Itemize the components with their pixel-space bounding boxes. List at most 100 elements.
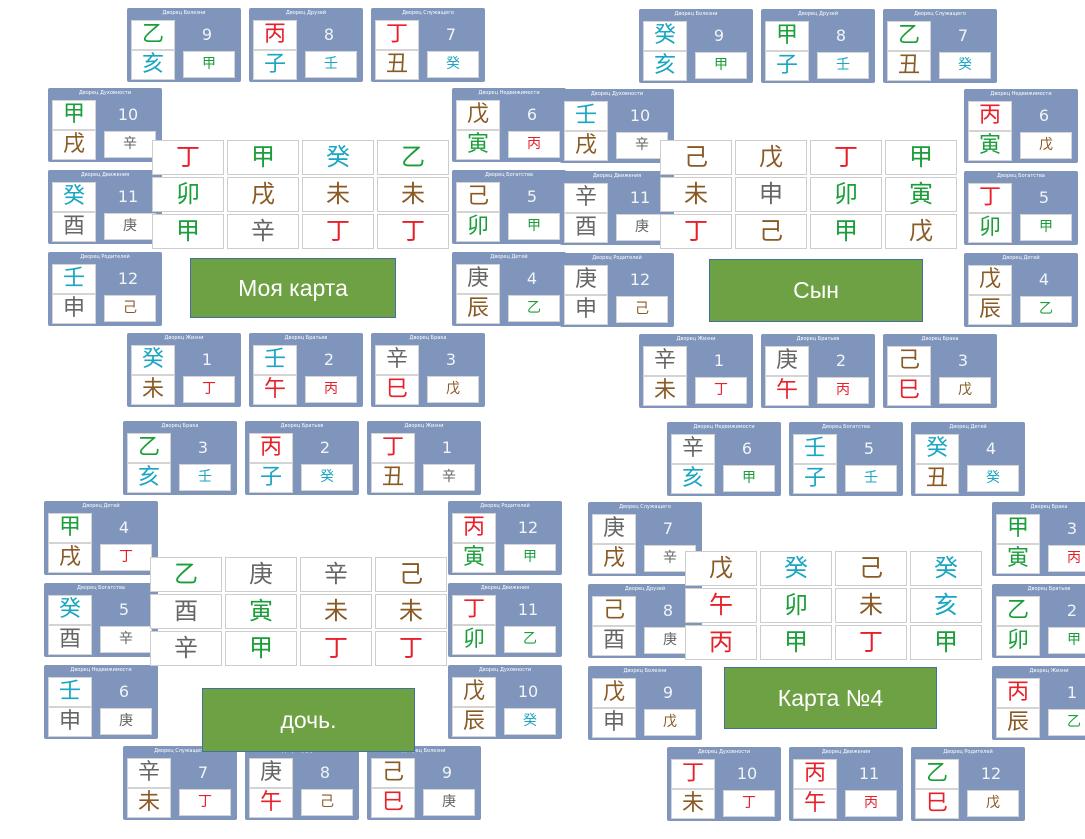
palace-name: Дворец Служащего (619, 504, 671, 510)
pillar-cell: 乙 (377, 140, 449, 175)
chart-title-button[interactable]: Моя карта (190, 258, 396, 318)
palace-hidden-stem: 甲 (508, 213, 560, 240)
pillar-cell: 庚 (225, 557, 297, 592)
palace-name: Дворец Движения (821, 749, 871, 755)
palace-branch: 酉 (564, 213, 608, 243)
palace-hidden-stem: 庚 (423, 789, 475, 816)
palace-name: Дворец Духовности (78, 90, 132, 96)
palace-stem: 庚 (456, 264, 500, 294)
palace-number: 1 (713, 351, 725, 370)
pillar-cell: 甲 (225, 631, 297, 666)
palace-hidden-stem: 戊 (644, 709, 696, 736)
palace-branch: 戌 (48, 543, 92, 573)
chart-title-button[interactable]: Сын (709, 259, 923, 322)
palace-branch: 午 (793, 789, 837, 819)
palace-branch: 巳 (375, 375, 419, 405)
palace-branch: 丑 (887, 51, 931, 81)
palace-number: 5 (526, 187, 538, 206)
pillar-cell: 癸 (910, 551, 982, 586)
palace-number: 7 (445, 25, 457, 44)
palace-name: Дворец Богатства (822, 424, 870, 430)
palace-hidden-stem: 丙 (1048, 545, 1085, 572)
chart-title-button[interactable]: Карта №4 (724, 667, 937, 729)
palace-name: Дворец Духовности (697, 749, 751, 755)
palace-name: Дворец Служащего (154, 748, 206, 754)
palace-stem: 戊 (968, 265, 1012, 295)
palace-name: Дворец Богатства (997, 173, 1045, 179)
palace-hidden-stem: 己 (301, 789, 353, 816)
pillar-cell: 卯 (760, 588, 832, 623)
pillar-cell: 未 (302, 177, 374, 212)
palace-hidden-stem: 庚 (616, 214, 668, 241)
palace-hidden-stem: 癸 (967, 465, 1019, 492)
palace-number: 3 (197, 438, 209, 457)
palace-branch: 亥 (671, 464, 715, 494)
palace-stem: 己 (456, 182, 500, 212)
palace-number: 10 (117, 105, 139, 124)
palace-branch: 子 (249, 463, 293, 493)
palace-stem: 戊 (592, 678, 636, 708)
palace-number: 9 (662, 683, 674, 702)
palace-branch: 卯 (452, 625, 496, 655)
palace-stem: 辛 (127, 758, 171, 788)
palace-stem: 壬 (48, 677, 92, 707)
palace-card[interactable]: Дворец Друзей庚午8己 (245, 746, 359, 820)
palace-branch: 亥 (131, 50, 175, 80)
palace-stem: 庚 (592, 514, 636, 544)
palace-number: 4 (1038, 270, 1050, 289)
chart-title-button[interactable]: дочь. (202, 688, 415, 752)
palace-name: Дворец Движения (592, 173, 642, 179)
palace-number: 7 (662, 519, 674, 538)
palace-branch: 子 (253, 50, 297, 80)
pillar-cell: 丁 (377, 214, 449, 249)
palace-hidden-stem: 辛 (423, 464, 475, 491)
